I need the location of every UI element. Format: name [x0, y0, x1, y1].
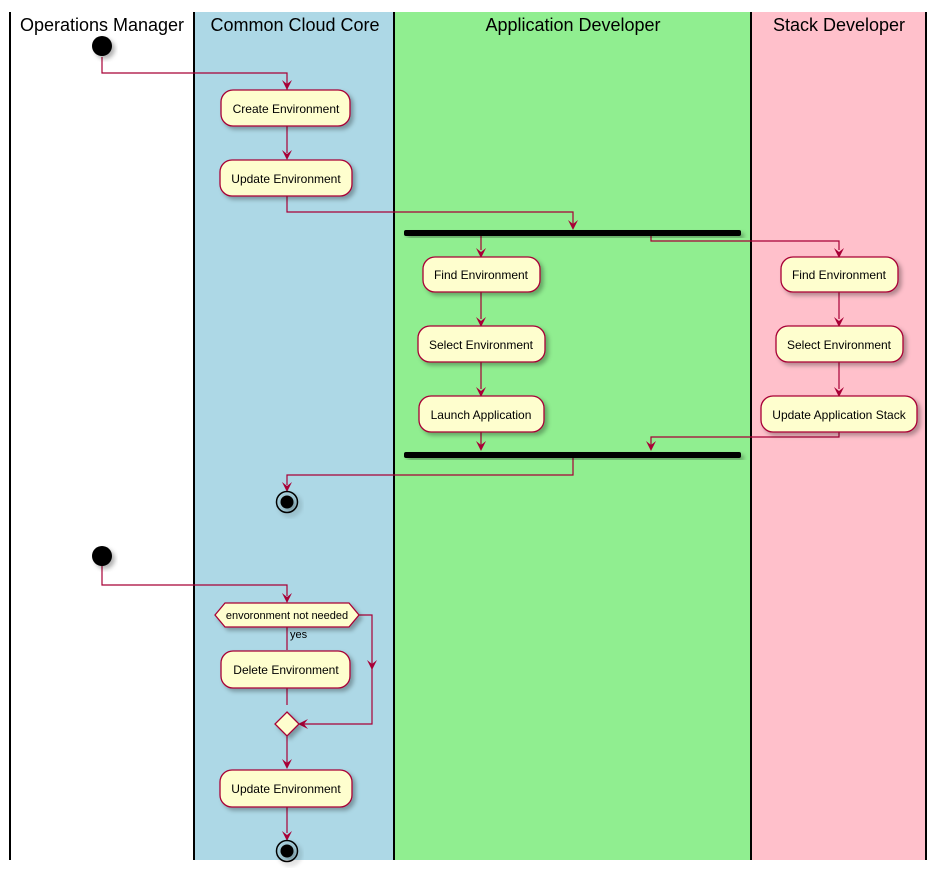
- lane-title-app: Application Developer: [485, 15, 660, 35]
- start-node: [92, 36, 112, 56]
- activity-stack-select-environment: Select Environment: [775, 325, 904, 363]
- arrowhead: [476, 441, 486, 451]
- activity-update-application-stack: Update Application Stack: [760, 395, 918, 433]
- activity-label: Select Environment: [787, 338, 892, 352]
- lane-title-stack: Stack Developer: [773, 15, 905, 35]
- swimlanes: Operations Manager Common Cloud Core App…: [9, 0, 927, 860]
- arrowhead: [646, 441, 656, 451]
- decision-yes-label: yes: [290, 629, 308, 641]
- connectors: [101, 57, 840, 833]
- arrowhead: [568, 220, 578, 230]
- merge-node: [274, 711, 300, 737]
- activity-label: Find Environment: [792, 268, 887, 282]
- lane-title-operations: Operations Manager: [20, 15, 184, 35]
- activity-label: Select Environment: [429, 338, 534, 352]
- arrowhead: [476, 248, 486, 258]
- activity-app-select-environment: Select Environment: [417, 325, 546, 363]
- activity-update-environment: Update Environment: [219, 159, 353, 197]
- arrowhead: [476, 387, 486, 397]
- activity-launch-application: Launch Application: [418, 395, 545, 433]
- decision-node: envoronment not needed: [214, 602, 360, 628]
- fork-bar: [404, 230, 741, 236]
- arrowhead: [282, 593, 292, 603]
- start-node: [92, 546, 112, 566]
- lane-title-core: Common Cloud Core: [210, 15, 379, 35]
- join-bar: [404, 452, 741, 458]
- end-node: [275, 490, 299, 514]
- lane-operations-manager: [10, 0, 194, 860]
- arrowhead: [476, 317, 486, 327]
- arrowhead: [367, 660, 377, 670]
- arrowhead: [282, 831, 292, 841]
- activity-label: Create Environment: [233, 102, 340, 116]
- arrowhead: [834, 317, 844, 327]
- lane-application-developer: [394, 12, 751, 860]
- lane-common-cloud-core: [194, 12, 394, 860]
- arrowhead: [282, 150, 292, 160]
- activity-label: Delete Environment: [233, 663, 339, 677]
- decision-condition-label: envoronment not needed: [226, 610, 348, 622]
- arrowhead: [834, 387, 844, 397]
- arrowhead: [834, 248, 844, 258]
- arrowhead: [298, 719, 308, 729]
- activity-create-environment: Create Environment: [220, 89, 351, 127]
- activity-app-find-environment: Find Environment: [422, 256, 541, 293]
- activity-label: Find Environment: [434, 268, 529, 282]
- activity-label: Update Application Stack: [772, 408, 906, 422]
- activity-delete-environment: Delete Environment: [220, 650, 351, 689]
- arrowhead: [282, 759, 292, 769]
- flow-stack-update-to-join: [650, 432, 840, 446]
- flow-start2-to-decision: [101, 565, 288, 596]
- end-node: [275, 839, 299, 863]
- arrowhead: [282, 80, 292, 90]
- activity-stack-find-environment: Find Environment: [780, 256, 899, 293]
- activity-label: Update Environment: [231, 782, 341, 796]
- flow-start-to-create: [101, 57, 288, 90]
- flow-update-to-fork: [286, 196, 574, 224]
- activity-update-environment-2: Update Environment: [219, 769, 353, 808]
- activity-label: Launch Application: [431, 408, 532, 422]
- arrowhead: [282, 482, 292, 492]
- flow-join-to-end: [286, 458, 574, 485]
- activity-label: Update Environment: [231, 172, 341, 186]
- flow-fork-to-stack-find: [650, 236, 840, 250]
- arrowheads: [282, 80, 844, 841]
